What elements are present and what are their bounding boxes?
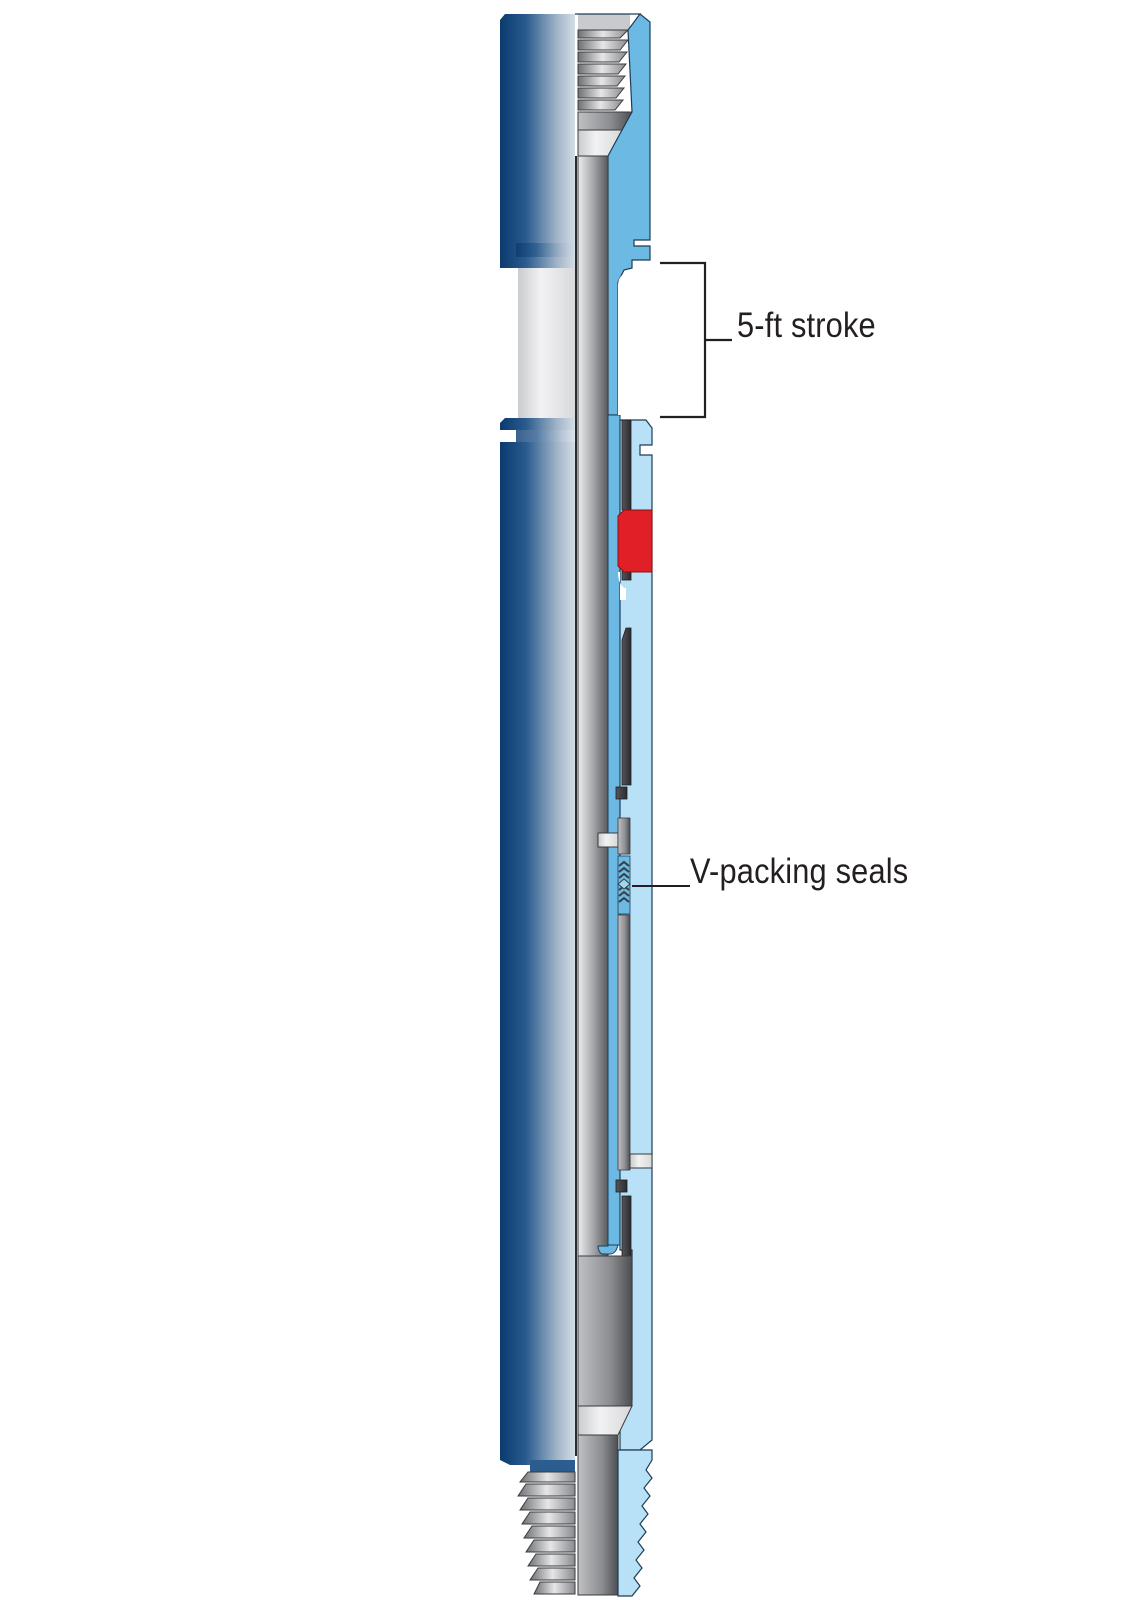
inner-mandrel: [577, 155, 609, 1257]
lower-port-pin: [629, 1153, 653, 1169]
annulus-dark-parts: [615, 419, 632, 1257]
section-divider-line: [575, 156, 577, 1456]
lower-sleeve: [617, 914, 631, 1171]
red-seal: [617, 509, 653, 573]
lower-sub: [577, 1255, 633, 1596]
bottom-pin-thread: [517, 1471, 576, 1595]
top-sub-section: [575, 13, 651, 416]
v-packing-seals-label: V-packing seals: [690, 852, 909, 891]
upper-port-pin: [597, 832, 619, 848]
upper-sleeve: [617, 817, 631, 855]
seal-gap: [618, 572, 626, 600]
v-packing-seals: [617, 855, 631, 915]
stroke-length-label: 5-ft stroke: [737, 306, 876, 345]
outer-body-exterior: [500, 14, 575, 1472]
bottom-right-thread: [617, 1449, 653, 1597]
stroke-bracket: [660, 261, 732, 419]
stroke-window: [618, 262, 632, 415]
